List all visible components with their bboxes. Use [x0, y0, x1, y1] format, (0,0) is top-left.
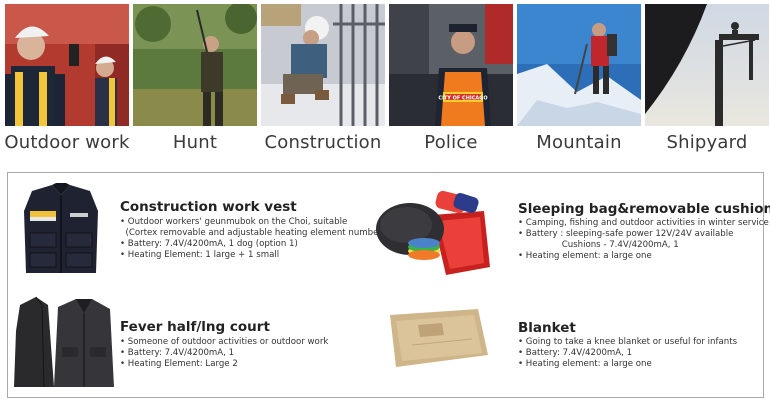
scene-caption: Shipyard — [666, 132, 748, 153]
shipyard-photo — [645, 4, 769, 126]
spec-line: • Someone of outdoor activities or outdo… — [120, 337, 329, 347]
scene-caption: Mountain — [536, 132, 622, 153]
spec-line: • Outdoor workers' geunmubok on the Choi… — [120, 217, 348, 227]
spec-line: Cushions - 7.4V/4200mA, 1 — [518, 240, 679, 250]
product-panel: Construction work vest • Outdoor workers… — [7, 172, 770, 398]
product-spec-list: • Someone of outdoor activities or outdo… — [120, 337, 328, 370]
scene-outdoor-work: Outdoor work — [4, 4, 129, 153]
sleeping-bag-image — [376, 189, 496, 283]
police-photo: CITY OF CHICAGO — [389, 4, 513, 126]
product-title: Construction work vest — [120, 199, 297, 215]
product-spec-list: • Going to take a knee blanket or useful… — [518, 337, 737, 370]
scene-caption: Hunt — [172, 132, 218, 153]
outdoor-work-photo — [5, 4, 129, 126]
scene-caption: Outdoor work — [4, 132, 130, 153]
blanket-image — [382, 305, 492, 375]
scene-shipyard: Shipyard — [645, 4, 769, 153]
spec-line: • Battery: 7.4V/4200mA, 1 — [120, 348, 235, 358]
police-vest-text: CITY OF CHICAGO — [438, 96, 487, 102]
scene-hunt: Hunt — [133, 4, 257, 153]
spec-line: • Going to take a knee blanket or useful… — [518, 337, 738, 347]
spec-line: • Battery: 7.4V/4200mA, 1 dog (option 1) — [120, 239, 298, 249]
spec-line: (Cortex removable and adjustable heating… — [120, 228, 386, 238]
scene-construction: Construction — [261, 4, 385, 153]
product-spec-list: • Camping, fishing and outdoor activitie… — [518, 218, 769, 262]
scene-caption: Construction — [264, 132, 382, 153]
coat-image — [14, 291, 114, 393]
spec-line: • Heating element: a large one — [518, 251, 652, 261]
product-spec-list: • Outdoor workers' geunmubok on the Choi… — [120, 217, 385, 261]
spec-line: • Camping, fishing and outdoor activitie… — [518, 218, 769, 228]
product-title: Blanket — [518, 320, 576, 336]
scene-mountain: Mountain — [517, 4, 641, 153]
spec-line: • Heating Element: 1 large + 1 small — [120, 250, 280, 260]
spec-line: • Battery : sleeping-safe power 12V/24V … — [518, 229, 734, 239]
mountain-photo — [517, 4, 641, 126]
spec-line: • Heating element: a large one — [518, 359, 652, 369]
product-title: Fever half/lng court — [120, 319, 270, 335]
scene-strip: Outdoor work Hunt — [0, 0, 770, 160]
vest-image — [18, 181, 104, 281]
construction-photo — [261, 4, 385, 126]
spec-line: • Battery: 7.4V/4200mA, 1 — [518, 348, 633, 358]
scene-caption: Police — [424, 132, 478, 153]
spec-line: • Heating Element: Large 2 — [120, 359, 238, 369]
scene-police: CITY OF CHICAGO Police — [389, 4, 513, 153]
product-title: Sleeping bag&removable cushion — [518, 201, 770, 217]
hunt-photo — [133, 4, 257, 126]
